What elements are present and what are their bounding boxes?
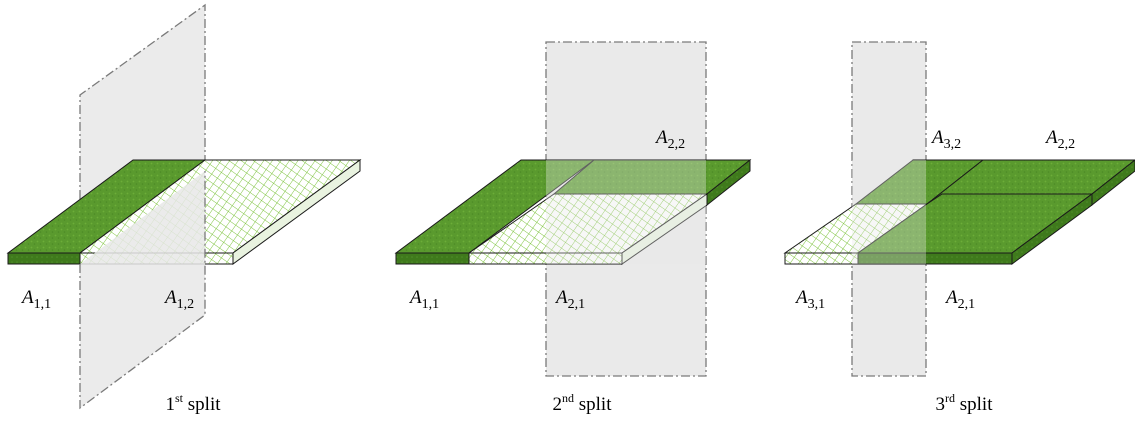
cutting-plane-1-edge-back bbox=[79, 3, 206, 250]
cutting-plane-1-edge-front bbox=[79, 171, 206, 410]
slab-2-right-side-back bbox=[706, 158, 751, 207]
label-a22: A2,2 bbox=[654, 127, 685, 152]
caption-2nd-split: 2nd split bbox=[553, 391, 613, 415]
cutting-plane-2-overlay bbox=[546, 160, 706, 264]
caption-3rd-split: 3rd split bbox=[936, 391, 994, 415]
label-a21: A2,1 bbox=[554, 287, 585, 312]
panel-3rd-split: A3,1 A2,1 A3,2 A2,2 3rd split bbox=[783, 41, 1135, 415]
label-a31: A3,1 bbox=[794, 287, 825, 312]
cutting-plane-1-front bbox=[80, 171, 205, 408]
panel-2nd-split: A1,1 A2,1 A2,2 2nd split bbox=[394, 41, 752, 415]
label-a11: A1,1 bbox=[20, 287, 51, 312]
label-a32: A3,2 bbox=[930, 127, 961, 152]
cutting-plane-3-overlay bbox=[852, 160, 926, 264]
slab-3-right-side-back bbox=[1091, 159, 1135, 207]
slab-2-front-green bbox=[395, 252, 470, 265]
label-a22: A2,2 bbox=[1044, 127, 1075, 152]
slab-1-right-side bbox=[232, 159, 361, 265]
label-a11: A1,1 bbox=[408, 287, 439, 312]
panel-1st-split: A1,1 A1,2 1st split bbox=[6, 3, 362, 415]
caption-1st-split: 1st split bbox=[166, 391, 222, 415]
label-a12: A1,2 bbox=[163, 287, 194, 312]
slab-1-front-green bbox=[7, 252, 81, 265]
slab-3-front-hatch bbox=[784, 252, 859, 265]
label-a21: A2,1 bbox=[944, 287, 975, 312]
